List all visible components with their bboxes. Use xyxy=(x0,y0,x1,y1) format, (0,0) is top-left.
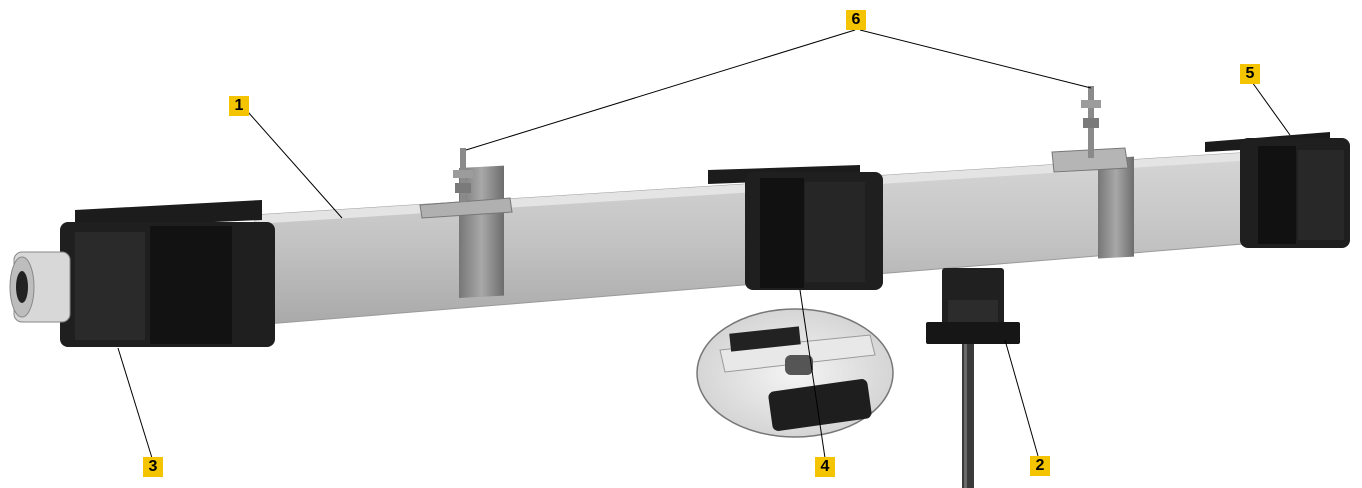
leader-line-5 xyxy=(1251,81,1291,136)
suspension-clamp-right xyxy=(1051,86,1134,259)
cable-gland xyxy=(9,251,71,323)
leader-lines xyxy=(117,29,1291,459)
leader-line-2 xyxy=(1004,339,1039,457)
suspension-clamp-left xyxy=(419,148,513,298)
callout-6: 6 xyxy=(846,10,866,30)
power-feed-cable xyxy=(962,340,974,488)
leader-line-6a xyxy=(465,29,856,151)
leader-line-6b xyxy=(859,29,1092,89)
leader-line-1 xyxy=(247,111,343,219)
joint-detail-inset xyxy=(696,308,894,438)
end-cap-right xyxy=(1205,132,1350,248)
end-feed-left xyxy=(60,200,275,347)
leader-line-4 xyxy=(799,289,826,459)
rail-joint-connector xyxy=(708,165,883,290)
callout-3: 3 xyxy=(143,457,163,477)
callout-5: 5 xyxy=(1240,64,1260,84)
callout-2: 2 xyxy=(1030,456,1050,476)
callout-1: 1 xyxy=(229,96,249,116)
callout-4: 4 xyxy=(815,457,835,477)
leader-line-3 xyxy=(117,347,153,459)
line-feed-box xyxy=(926,268,1020,344)
